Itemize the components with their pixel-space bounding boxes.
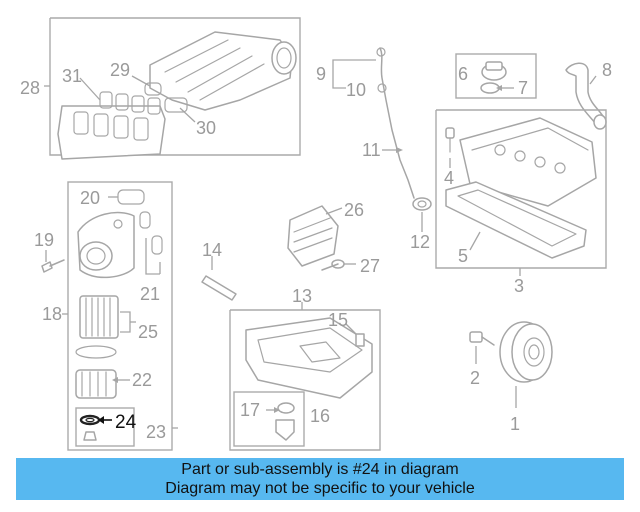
banner-line-1: Part or sub-assembly is #24 in diagram <box>181 461 459 478</box>
filter-element-25 <box>79 295 136 339</box>
part-info-banner: Part or sub-assembly is #24 in diagram D… <box>16 458 624 500</box>
valve-cover-group <box>435 109 607 276</box>
crank-pulley <box>499 321 553 408</box>
callout-26: 26 <box>344 200 364 220</box>
callout-17: 17 <box>240 400 260 420</box>
sensor-4 <box>445 127 455 168</box>
bolt-27 <box>321 259 356 271</box>
intake-manifold-group <box>44 17 301 160</box>
oil-cooler <box>287 205 343 267</box>
callout-10: 10 <box>346 80 366 100</box>
pipe-14 <box>201 256 237 301</box>
callout-19: 19 <box>34 230 54 250</box>
drain-plug-23 <box>83 431 97 441</box>
callout-27: 27 <box>360 256 380 276</box>
callout-21: 21 <box>140 284 160 304</box>
callout-15: 15 <box>328 310 348 330</box>
callout-25: 25 <box>138 322 158 342</box>
callout-5: 5 <box>458 246 468 266</box>
filter-housing-group <box>62 181 178 451</box>
callout-16: 16 <box>310 406 330 426</box>
callout-11: 11 <box>362 140 381 160</box>
callout-20: 20 <box>80 188 100 208</box>
gasket-30 <box>164 97 188 113</box>
callout-12: 12 <box>410 232 430 252</box>
breather-hose <box>565 62 607 130</box>
callout-1: 1 <box>510 414 520 434</box>
callout-14: 14 <box>202 240 222 260</box>
callout-8: 8 <box>602 60 612 80</box>
oil-pan-group <box>229 302 381 451</box>
bolt-2 <box>469 331 495 364</box>
bolt-19 <box>41 250 65 273</box>
oring-24-highlighted <box>79 414 112 426</box>
intake-gasket <box>57 105 166 160</box>
callout-28: 28 <box>20 78 40 98</box>
gasket-20 <box>108 189 145 205</box>
oil-cap-group <box>455 53 537 99</box>
callout-3: 3 <box>514 276 524 296</box>
callout-30: 30 <box>196 118 216 138</box>
banner-line-2: Diagram may not be specific to your vehi… <box>165 480 475 497</box>
intake-manifold <box>149 31 297 111</box>
callout-18: 18 <box>42 304 62 324</box>
runner-gaskets <box>99 91 161 115</box>
callout-4: 4 <box>444 168 454 188</box>
dipstick-group <box>332 47 432 232</box>
callout-6: 6 <box>458 64 468 84</box>
callout-7: 7 <box>518 78 528 98</box>
bolt-15 <box>345 323 365 347</box>
callout-labels: 1 2 3 4 5 6 7 8 9 10 11 12 13 14 15 16 1… <box>20 60 612 442</box>
callout-22: 22 <box>132 370 152 390</box>
filter-cap-22 <box>75 369 130 399</box>
callout-23: 23 <box>146 422 166 442</box>
callout-24-highlighted: 24 <box>115 412 137 433</box>
callout-29: 29 <box>110 60 130 80</box>
parts-diagram: 1 2 3 4 5 6 7 8 9 10 11 12 13 14 15 16 1… <box>20 17 612 451</box>
gasket-29 <box>144 82 162 96</box>
callout-9: 9 <box>316 64 326 84</box>
callout-2: 2 <box>470 368 480 388</box>
callout-31: 31 <box>62 66 82 86</box>
callout-13: 13 <box>292 286 312 306</box>
